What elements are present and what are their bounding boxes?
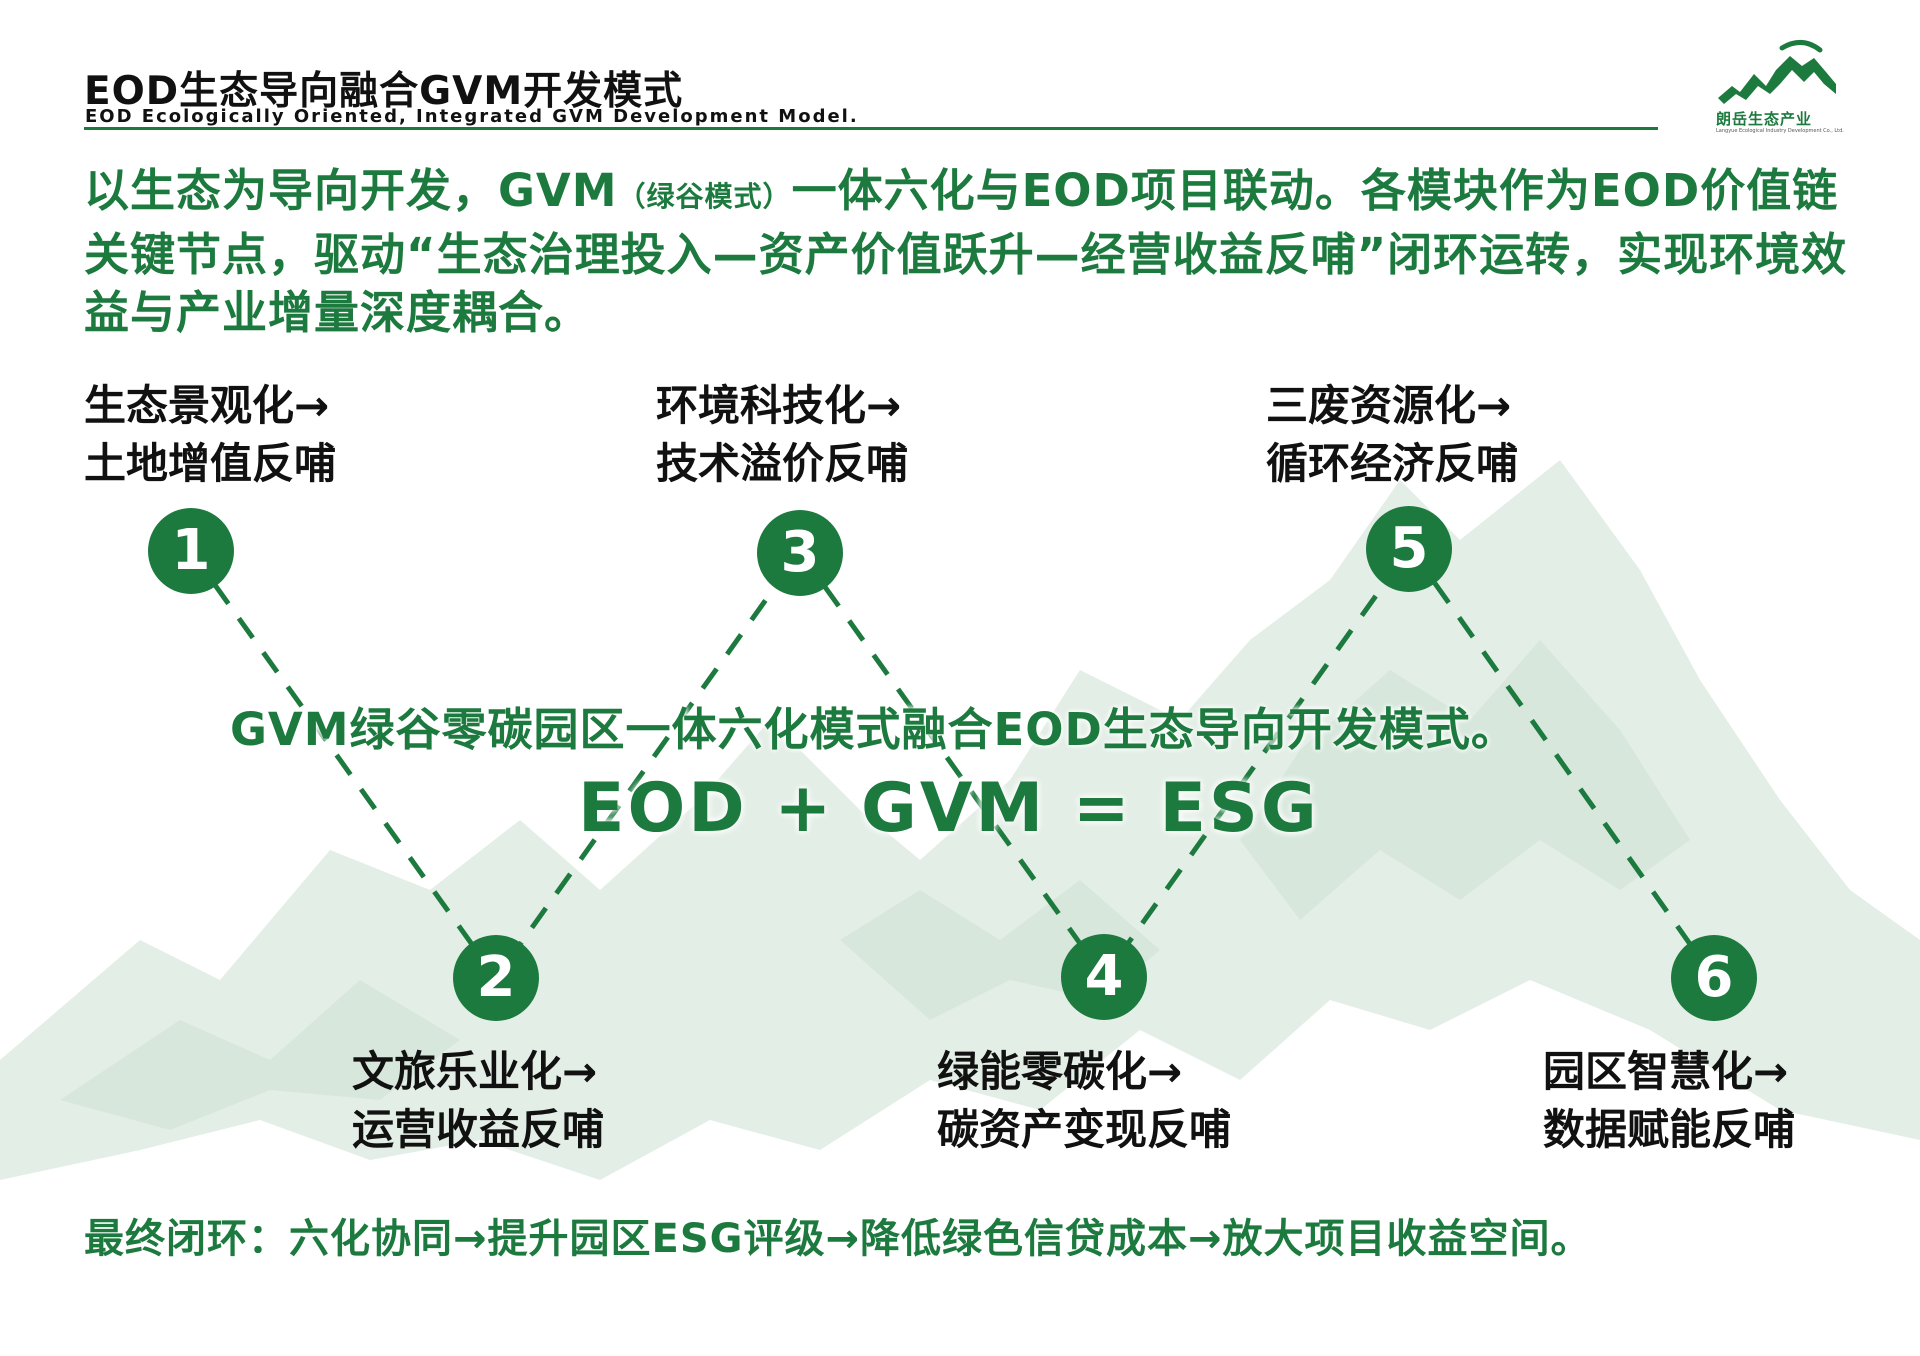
- node-4-badge: 4: [1061, 934, 1147, 1020]
- intro-text-2: 一体六化与EOD项目联动。各模块作为EOD价值链关键节点，驱动“生态治理投入—资…: [84, 164, 1848, 339]
- node-4-line1: 绿能零碳化→: [937, 1047, 1183, 1096]
- model-statement: GVM绿谷零碳园区一体六化模式融合EOD生态导向开发模式。: [230, 703, 1517, 756]
- node-4-line2: 碳资产变现反哺: [937, 1105, 1232, 1154]
- node-1-label: 生态景观化→ 土地增值反哺: [84, 377, 336, 493]
- node-4-label: 绿能零碳化→ 碳资产变现反哺: [937, 1043, 1231, 1159]
- node-6-line2: 数据赋能反哺: [1543, 1105, 1796, 1154]
- mountain-logo-icon: [1718, 40, 1836, 104]
- logo-subtext: Langyue Ecological Industry Development …: [1716, 128, 1844, 134]
- node-2-line1: 文旅乐业化→: [352, 1047, 598, 1096]
- node-3-label: 环境科技化→ 技术溢价反哺: [656, 377, 908, 493]
- node-6-badge: 6: [1671, 935, 1757, 1021]
- logo-name: 朗岳生态产业: [1716, 110, 1813, 128]
- page-subtitle: EOD Ecologically Oriented, Integrated GV…: [85, 106, 859, 127]
- intro-paragraph: 以生态为导向开发，GVM（绿谷模式）一体六化与EOD项目联动。各模块作为EOD价…: [84, 162, 1884, 342]
- footer-conclusion: 最终闭环：六化协同→提升园区ESG评级→降低绿色信贷成本→放大项目收益空间。: [84, 1216, 1592, 1262]
- node-2-label: 文旅乐业化→ 运营收益反哺: [352, 1043, 604, 1159]
- node-2-badge: 2: [453, 935, 539, 1021]
- node-5-line1: 三废资源化→: [1266, 381, 1512, 430]
- node-2-line2: 运营收益反哺: [352, 1105, 605, 1154]
- intro-text-small: （绿谷模式）: [617, 180, 792, 213]
- node-3-line1: 环境科技化→: [656, 381, 902, 430]
- node-3-line2: 技术溢价反哺: [656, 439, 909, 488]
- node-5-label: 三废资源化→ 循环经济反哺: [1266, 377, 1518, 493]
- node-1-line2: 土地增值反哺: [84, 439, 337, 488]
- intro-text-1: 以生态为导向开发，GVM: [84, 164, 618, 217]
- node-5-line2: 循环经济反哺: [1266, 439, 1519, 488]
- node-1-badge: 1: [148, 508, 234, 594]
- node-6-line1: 园区智慧化→: [1543, 1047, 1789, 1096]
- node-1-line1: 生态景观化→: [84, 381, 330, 430]
- node-5-badge: 5: [1366, 506, 1452, 592]
- header-divider: [84, 127, 1658, 130]
- node-6-label: 园区智慧化→ 数据赋能反哺: [1543, 1043, 1795, 1159]
- formula: EOD + GVM = ESG: [578, 769, 1320, 848]
- page-title: EOD生态导向融合GVM开发模式: [84, 69, 684, 114]
- node-3-badge: 3: [757, 510, 843, 596]
